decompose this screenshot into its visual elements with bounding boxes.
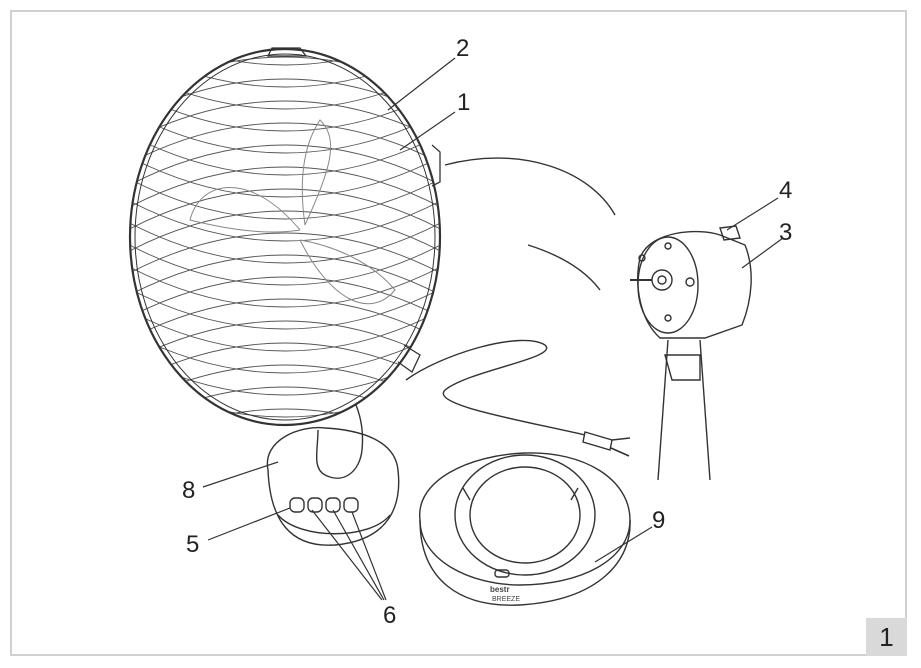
motion-arc-lower <box>527 244 601 291</box>
callout-3: 3 <box>779 219 792 246</box>
mesh-wire <box>130 94 440 176</box>
mesh-wire <box>130 78 440 160</box>
mesh-wire <box>130 292 440 374</box>
mesh-wire <box>130 204 440 286</box>
mesh-wire <box>130 402 440 425</box>
mesh-wire <box>130 270 440 352</box>
mesh-wire <box>65 0 505 21</box>
power-plug <box>582 431 631 457</box>
mesh-wire <box>130 358 440 425</box>
mesh-wire <box>130 380 440 425</box>
mesh-wire <box>130 336 440 418</box>
fan-grill <box>65 0 505 665</box>
mesh-wire <box>130 166 440 248</box>
brand-sub: BREEZE <box>492 596 520 603</box>
fan-base <box>266 426 400 546</box>
fan-neck <box>315 404 364 479</box>
mesh-wire <box>130 314 440 396</box>
mesh-wire <box>130 144 440 226</box>
brand-logo: bestr <box>490 585 510 594</box>
callout-1: 1 <box>457 89 470 116</box>
mesh-wire <box>130 49 440 66</box>
leader-lines <box>202 57 784 601</box>
power-cord <box>405 339 586 436</box>
callout-6: 6 <box>383 602 396 629</box>
mesh-wire <box>65 0 505 43</box>
mesh-wire <box>130 342 440 424</box>
control-buttons <box>289 497 359 513</box>
mesh-wire <box>130 116 440 198</box>
mesh-wire <box>130 49 440 50</box>
mesh-wire <box>130 182 440 264</box>
mesh-wire <box>130 298 440 380</box>
mesh-wire <box>65 563 505 643</box>
mesh-wire <box>65 541 505 621</box>
mesh-wire <box>65 475 505 555</box>
mesh-wire <box>130 50 440 132</box>
mesh-wire <box>130 49 440 88</box>
mesh-wire <box>130 408 440 425</box>
mesh-wire <box>130 56 440 138</box>
figure-frame <box>10 10 907 656</box>
mesh-wire <box>130 364 440 425</box>
mesh-wire <box>65 497 505 577</box>
mesh-wire <box>130 254 440 336</box>
mesh-wire <box>130 320 440 402</box>
mesh-wire <box>130 210 440 292</box>
grill-mesh <box>65 0 505 665</box>
callout-5: 5 <box>186 531 199 558</box>
mesh-wire <box>130 49 440 110</box>
mesh-wire <box>130 232 440 314</box>
mesh-wire <box>65 585 505 665</box>
stand-pole <box>657 339 711 481</box>
callout-8: 8 <box>182 477 195 504</box>
motor-housing <box>630 225 752 339</box>
base-bottom <box>419 452 631 606</box>
mesh-wire <box>130 188 440 270</box>
page-number-badge: 1 <box>866 618 907 656</box>
mesh-wire <box>130 160 440 242</box>
mesh-wire <box>130 49 440 94</box>
callout-4: 4 <box>779 177 792 204</box>
mesh-wire <box>130 226 440 308</box>
mesh-wire <box>130 100 440 182</box>
mesh-wire <box>130 72 440 154</box>
mesh-wire <box>130 248 440 330</box>
mesh-wire <box>130 138 440 220</box>
mesh-wire <box>130 122 440 204</box>
mesh-wire <box>130 276 440 358</box>
callout-9: 9 <box>652 507 665 534</box>
motion-arc <box>444 157 616 216</box>
mesh-wire <box>130 386 440 425</box>
mesh-wire <box>130 49 440 116</box>
mesh-wire <box>130 49 440 72</box>
mesh-wire <box>65 431 505 511</box>
callout-2: 2 <box>456 35 469 62</box>
